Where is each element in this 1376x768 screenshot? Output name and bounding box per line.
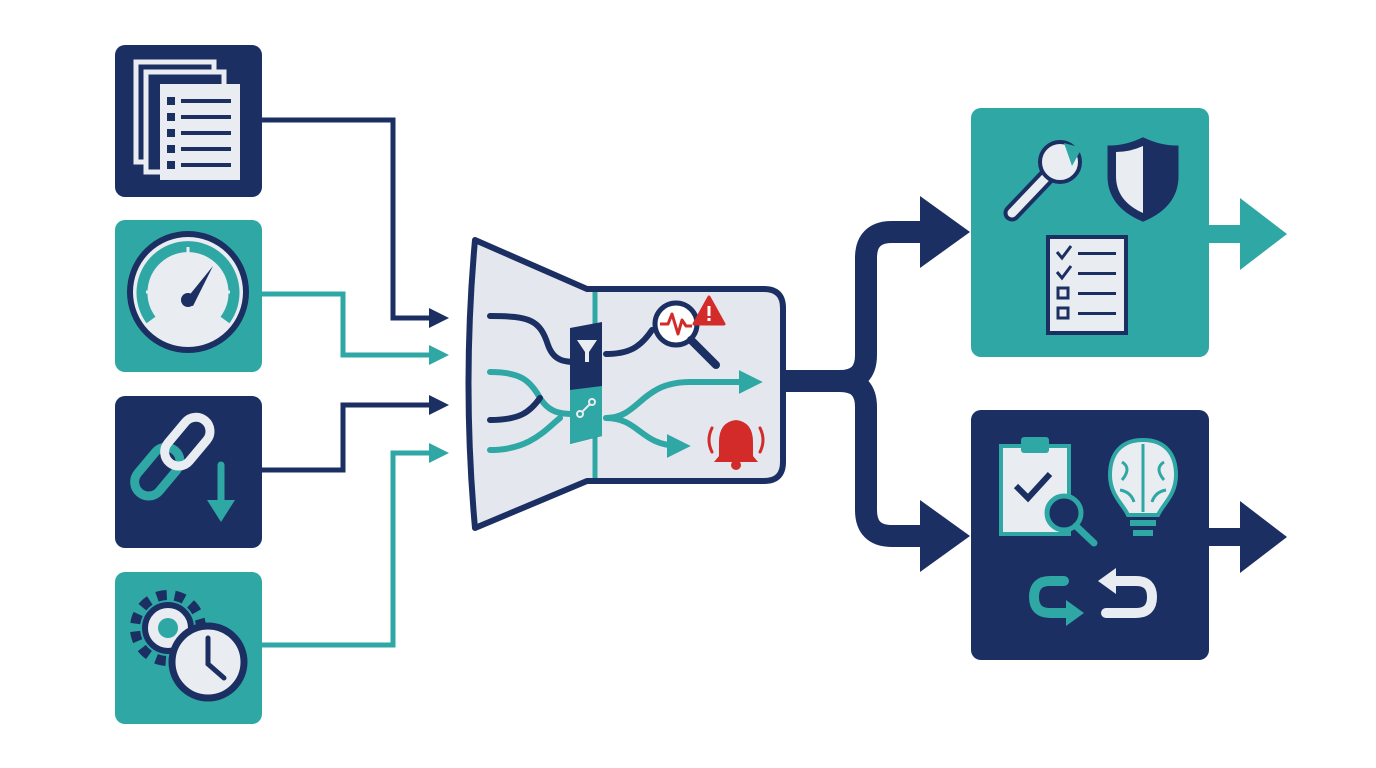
source-tile-link <box>115 396 262 548</box>
connector-documents <box>262 117 449 328</box>
checklist-icon <box>1046 235 1128 335</box>
shield-icon <box>1107 137 1179 222</box>
exit-arrow-bottom <box>1209 501 1287 573</box>
document-stack-icon <box>133 59 240 180</box>
gauge-icon <box>127 231 249 353</box>
output-tile-maintenance <box>971 108 1209 357</box>
connector-schedule <box>262 443 449 648</box>
source-tile-schedule <box>115 572 262 724</box>
wrench-icon <box>1003 140 1082 222</box>
output-tile-analysis <box>971 410 1209 660</box>
alert-bell-icon <box>707 420 765 470</box>
connector-gauge <box>262 291 449 365</box>
gear-clock-icon <box>130 590 248 702</box>
warning-icon <box>692 295 726 326</box>
funnel-filter-icon <box>570 322 602 444</box>
clipboard-search-icon <box>999 437 1098 547</box>
output-connectors <box>786 221 922 547</box>
chain-link-download-icon <box>130 412 235 522</box>
source-tile-documents <box>115 45 262 197</box>
route-arrow-icon <box>576 398 596 418</box>
input-connectors <box>262 117 449 648</box>
connector-to-top-output <box>786 221 922 392</box>
connector-to-bottom-output <box>786 370 922 547</box>
brain-bulb-icon <box>1107 437 1179 536</box>
processing-funnel <box>465 237 786 531</box>
cycle-arrows-icon <box>1028 568 1158 626</box>
source-tile-gauge <box>115 220 262 372</box>
connector-link <box>262 395 449 473</box>
exit-arrow-top <box>1209 198 1287 270</box>
